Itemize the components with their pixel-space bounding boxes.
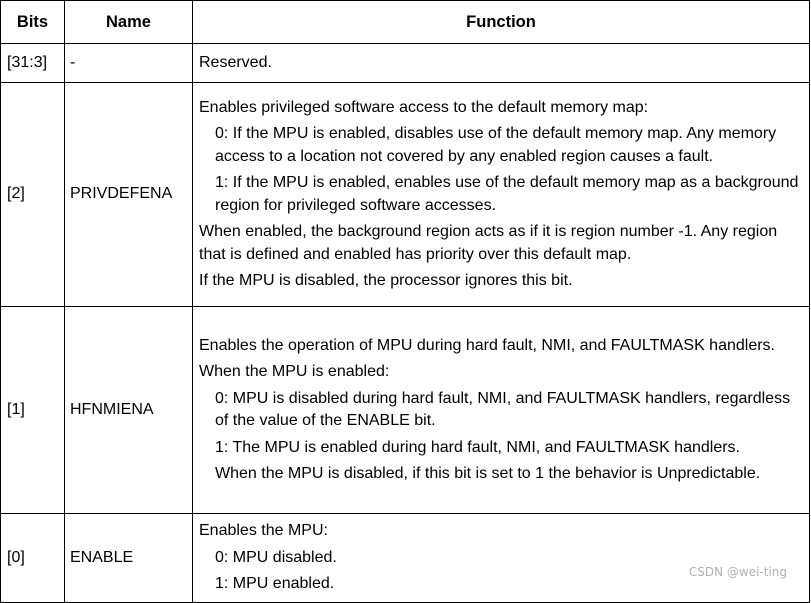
function-text: Reserved. (199, 53, 272, 71)
header-name: Name (64, 0, 193, 44)
function-text-option-0: 0: MPU is disabled during hard fault, NM… (215, 389, 791, 430)
bits-cell: [2] (0, 82, 65, 307)
function-text: When enabled, the background region acts… (199, 223, 778, 263)
bits-cell: [31:3] (0, 43, 65, 83)
header-bits: Bits (0, 0, 65, 44)
function-cell: Enables the MPU: 0: MPU disabled. 1: MPU… (192, 513, 810, 603)
function-text: Enables the operation of MPU during hard… (199, 336, 775, 354)
table-row-reserved: [31:3] - Reserved. (0, 43, 810, 83)
name-cell: PRIVDEFENA (64, 82, 193, 307)
name-cell: - (64, 43, 193, 83)
function-cell: Enables privileged software access to th… (192, 82, 810, 307)
function-cell: Enables the operation of MPU during hard… (192, 306, 810, 514)
function-text: When the MPU is enabled: (199, 363, 390, 380)
function-text-option-1: 1: The MPU is enabled during hard fault,… (215, 438, 740, 456)
function-text: Enables the MPU: (199, 522, 328, 540)
function-text: Enables privileged software access to th… (199, 98, 649, 116)
function-text-option-1: 1: If the MPU is enabled, enables use of… (215, 174, 799, 214)
watermark: CSDN @wei-ting (688, 565, 787, 579)
name-cell: ENABLE (64, 513, 193, 603)
table-row-privdefena: [2] PRIVDEFENA Enables privileged softwa… (0, 82, 810, 307)
function-cell: Reserved. (192, 43, 810, 83)
header-function: Function (192, 0, 810, 44)
function-text-option-0: 0: MPU disabled. (215, 548, 337, 566)
function-text: If the MPU is disabled, the processor ig… (199, 272, 573, 289)
function-text-note: When the MPU is disabled, if this bit is… (215, 465, 761, 482)
bits-cell: [0] (0, 513, 65, 603)
bits-cell: [1] (0, 306, 65, 514)
function-text-option-0: 0: If the MPU is enabled, disables use o… (215, 125, 777, 165)
name-cell: HFNMIENA (64, 306, 193, 514)
table-row-enable: [0] ENABLE Enables the MPU: 0: MPU disab… (0, 513, 810, 603)
table-row-hfnmiena: [1] HFNMIENA Enables the operation of MP… (0, 306, 810, 514)
header-row: Bits Name Function (0, 0, 810, 44)
